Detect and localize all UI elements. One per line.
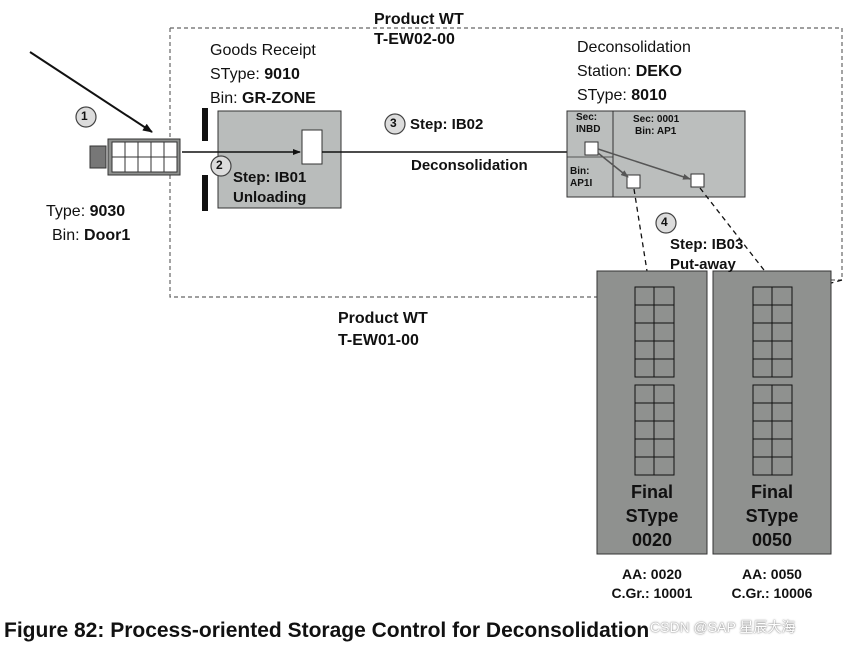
- product-wt-top-label: Product WT: [374, 11, 464, 28]
- figure-caption: Figure 82: Process-oriented Storage Cont…: [4, 619, 650, 642]
- decon-stype-value: 8010: [631, 87, 667, 104]
- step-3-number: 3: [390, 116, 397, 130]
- step-4-number: 4: [661, 215, 668, 229]
- decon-ap1i-bin: [626, 174, 641, 189]
- product-wt-bottom-label: Product WT: [338, 310, 428, 327]
- final-storage-0020-grid: [634, 286, 675, 476]
- door-type-label: Type:: [46, 203, 86, 220]
- step-4-sublabel: Put-away: [670, 256, 736, 273]
- final-0050-stype-value: 0050: [751, 530, 793, 550]
- decon-title: Deconsolidation: [577, 39, 691, 56]
- step-3-sublabel: Deconsolidation: [411, 157, 528, 174]
- decon-ap1i-label: AP1I: [570, 178, 593, 189]
- step-1-circle: [75, 106, 97, 128]
- product-wt-bottom-code: T-EW01-00: [338, 332, 419, 349]
- door-bin: Bin: Door1: [52, 225, 130, 246]
- final-0020-title: Final: [630, 482, 673, 502]
- decon-station-value: DEKO: [635, 63, 682, 80]
- decon-sec-label: Sec:: [576, 112, 598, 123]
- goods-receipt-bin: Bin: GR-ZONE: [210, 88, 316, 109]
- final-0020-stype-value: 0020: [631, 530, 673, 550]
- gr-stype-label: SType:: [210, 66, 260, 83]
- step-4-circle: [655, 212, 677, 234]
- step-2-number: 2: [216, 158, 223, 172]
- final-storage-0050-label: Final SType 0050: [713, 480, 831, 552]
- watermark: CSDN @SAP 星辰大海: [650, 619, 796, 635]
- final-0050-cgr: C.Gr.: 10006: [731, 585, 813, 601]
- step-3-circle: [384, 113, 406, 135]
- door-post-bottom: [202, 175, 208, 211]
- decon-station: Station: DEKO: [577, 61, 682, 82]
- decon-sec-0001: Sec: 0001: [633, 114, 680, 125]
- truck-icon: [89, 138, 181, 176]
- final-0050-aa: AA: 0050: [742, 566, 802, 582]
- door-type-value: 9030: [89, 203, 126, 220]
- decon-sec-inbd-label: Sec:INBD: [576, 112, 600, 136]
- product-wt-boundary-bottom: [169, 28, 598, 298]
- door-type: Type: 9030: [46, 201, 125, 222]
- decon-stype-label: SType:: [577, 87, 627, 104]
- goods-receipt-title: Goods Receipt: [210, 42, 316, 59]
- final-storage-0050-grid: [752, 286, 793, 476]
- gr-stype-value: 9010: [264, 66, 300, 83]
- decon-inbd-label: INBD: [576, 124, 601, 135]
- gr-pallet: [301, 129, 323, 165]
- decon-ap1-bin: [690, 173, 705, 188]
- step-1-number: 1: [81, 109, 88, 123]
- step-2-label: Step: IB01: [233, 169, 307, 186]
- decon-inbd-bin: [584, 141, 599, 156]
- decon-bin-label: Bin:: [570, 166, 590, 177]
- final-0050-stype-label: SType: [745, 506, 799, 526]
- final-0050-title: Final: [750, 482, 793, 502]
- final-0020-cgr: C.Gr.: 10001: [611, 585, 693, 601]
- gr-bin-label: Bin:: [210, 90, 238, 107]
- product-wt-top-code: T-EW02-00: [374, 31, 455, 48]
- final-0020-aa: AA: 0020: [622, 566, 682, 582]
- final-0020-info: AA: 0020 C.Gr.: 10001: [597, 565, 707, 603]
- incoming-arrow: [29, 51, 153, 133]
- door-bin-value: Door1: [84, 227, 131, 244]
- goods-receipt-stype: SType: 9010: [210, 64, 300, 85]
- step-2-circle: [210, 155, 232, 177]
- door-post-top: [202, 108, 208, 141]
- final-storage-0020-label: Final SType 0020: [597, 480, 707, 552]
- door-bin-label: Bin:: [52, 227, 80, 244]
- decon-arrow-1: [597, 152, 629, 178]
- final-0020-stype-label: SType: [625, 506, 679, 526]
- step-3-label: Step: IB02: [410, 116, 484, 133]
- step-2-sublabel: Unloading: [233, 189, 307, 206]
- decon-station-label: Station:: [577, 63, 632, 80]
- putaway-arrow-2: [699, 187, 779, 289]
- gr-bin-value: GR-ZONE: [242, 90, 316, 107]
- decon-stype: SType: 8010: [577, 85, 667, 106]
- step-4-label: Step: IB03: [670, 236, 744, 253]
- final-0050-info: AA: 0050 C.Gr.: 10006: [713, 565, 831, 603]
- decon-arrow-2: [597, 148, 691, 180]
- product-wt-boundary-top: [170, 27, 843, 281]
- decon-bin-ap1i-label: Bin:AP1I: [570, 166, 592, 190]
- decon-bin-ap1: Bin: AP1: [635, 126, 677, 137]
